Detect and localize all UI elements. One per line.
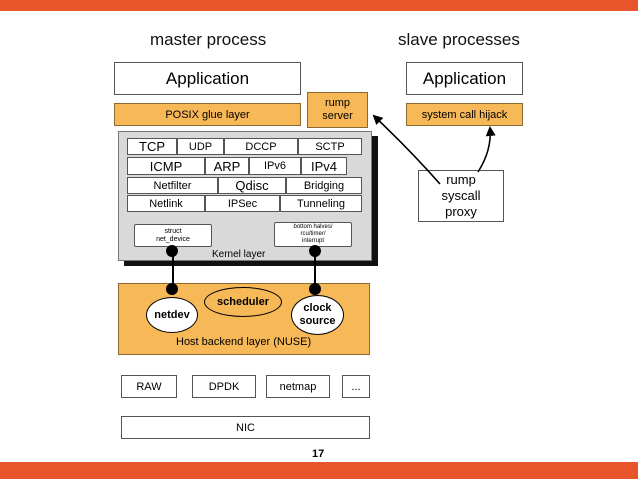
page-number: 17 (312, 448, 325, 460)
bottom-accent-bar (0, 462, 638, 479)
proxy-to-syscall-hijack-arrow (477, 126, 496, 173)
rump-syscall-proxy-line-3: proxy (445, 204, 477, 219)
protocol-box-ipv4: IPv4 (301, 157, 347, 175)
clock-bottom-dot (309, 283, 321, 295)
netdev-bottom-dot (166, 283, 178, 295)
host-backend-layer-label: Host backend layer (NUSE) (176, 336, 312, 348)
struct-net-device-line-2: net_device (156, 235, 190, 243)
rump-server-box: rump server (307, 92, 368, 128)
protocol-label-ipsec: IPSec (227, 197, 258, 210)
scheduler-label: scheduler (217, 296, 269, 308)
struct-net-device-line-1: struct (164, 227, 182, 235)
slave-application-box: Application (406, 62, 523, 95)
nic-box: NIC (121, 416, 370, 439)
protocol-box-tcp: TCP (127, 138, 177, 155)
driver-label-raw: RAW (136, 380, 162, 393)
kernel-layer-label: Kernel layer (212, 249, 266, 260)
driver-box-netmap: netmap (266, 375, 330, 398)
protocol-label-ipv6: IPv6 (263, 160, 286, 172)
protocol-box-icmp: ICMP (127, 157, 205, 175)
protocol-box-arp: ARP (205, 157, 249, 175)
master-application-box: Application (114, 62, 301, 95)
rump-syscall-proxy-box: rump syscall proxy (418, 170, 504, 222)
protocol-label-netfilter: Netfilter (153, 179, 192, 192)
protocol-label-qdisc: Qdisc (235, 178, 269, 193)
scheduler-ellipse: scheduler (204, 287, 282, 317)
protocol-label-arp: ARP (213, 158, 241, 174)
clock-source-line-1: clock (303, 302, 332, 314)
driver-label-dpdk: DPDK (208, 380, 240, 393)
protocol-box-netlink: Netlink (127, 195, 205, 212)
protocol-label-dccp: DCCP (245, 140, 277, 153)
system-call-hijack-label: system call hijack (421, 108, 508, 121)
driver-box-more: ... (342, 375, 370, 398)
proxy-to-rump-server-arrow (372, 114, 441, 185)
netdev-top-dot (166, 245, 178, 257)
protocol-box-bridging: Bridging (286, 177, 362, 194)
protocol-box-qdisc: Qdisc (218, 177, 286, 194)
clock-connector-line (314, 247, 316, 295)
nic-label: NIC (236, 421, 255, 434)
protocol-box-ipv6: IPv6 (249, 157, 301, 175)
top-accent-bar (0, 0, 638, 11)
driver-box-dpdk: DPDK (192, 375, 256, 398)
bottom-halves-line-2: rcu/timer/ (300, 231, 326, 237)
protocol-label-netlink: Netlink (149, 197, 183, 210)
protocol-box-tunneling: Tunneling (280, 195, 362, 212)
clock-source-line-2: source (299, 315, 336, 327)
protocol-box-dccp: DCCP (224, 138, 298, 155)
slave-application-label: Application (422, 68, 507, 88)
protocol-label-sctp: SCTP (315, 140, 345, 153)
protocol-label-bridging: Bridging (303, 179, 345, 192)
bottom-halves-box: bottom halves/ rcu/timer/ interrupt (274, 222, 352, 247)
bottom-halves-line-3: interrupt (301, 238, 324, 244)
protocol-box-netfilter: Netfilter (127, 177, 218, 194)
master-application-label: Application (165, 68, 250, 88)
protocol-label-icmp: ICMP (149, 158, 183, 174)
netdev-ellipse: netdev (146, 297, 198, 333)
driver-label-more: ... (351, 380, 361, 393)
rump-syscall-proxy-line-1: rump (446, 172, 476, 187)
driver-box-raw: RAW (121, 375, 177, 398)
clock-source-ellipse: clock source (291, 295, 344, 335)
netdev-connector-line (172, 247, 174, 295)
protocol-box-udp: UDP (177, 138, 224, 155)
driver-label-netmap: netmap (279, 380, 317, 393)
clock-top-dot (309, 245, 321, 257)
protocol-label-tunneling: Tunneling (297, 197, 345, 210)
protocol-box-ipsec: IPSec (205, 195, 280, 212)
bottom-halves-line-1: bottom halves/ (293, 224, 333, 230)
protocol-label-tcp: TCP (139, 139, 165, 154)
master-process-heading: master process (150, 30, 267, 49)
system-call-hijack-box: system call hijack (406, 103, 523, 126)
protocol-box-sctp: SCTP (298, 138, 362, 155)
netdev-label: netdev (154, 309, 190, 321)
protocol-label-udp: UDP (188, 140, 213, 153)
protocol-label-ipv4: IPv4 (310, 158, 337, 174)
rump-server-line-1: rump (324, 97, 351, 109)
slave-processes-heading: slave processes (398, 30, 520, 49)
posix-glue-layer-label: POSIX glue layer (165, 108, 250, 121)
posix-glue-layer-box: POSIX glue layer (114, 103, 301, 126)
rump-syscall-proxy-line-2: syscall (441, 188, 481, 203)
rump-server-line-2: server (322, 110, 353, 122)
